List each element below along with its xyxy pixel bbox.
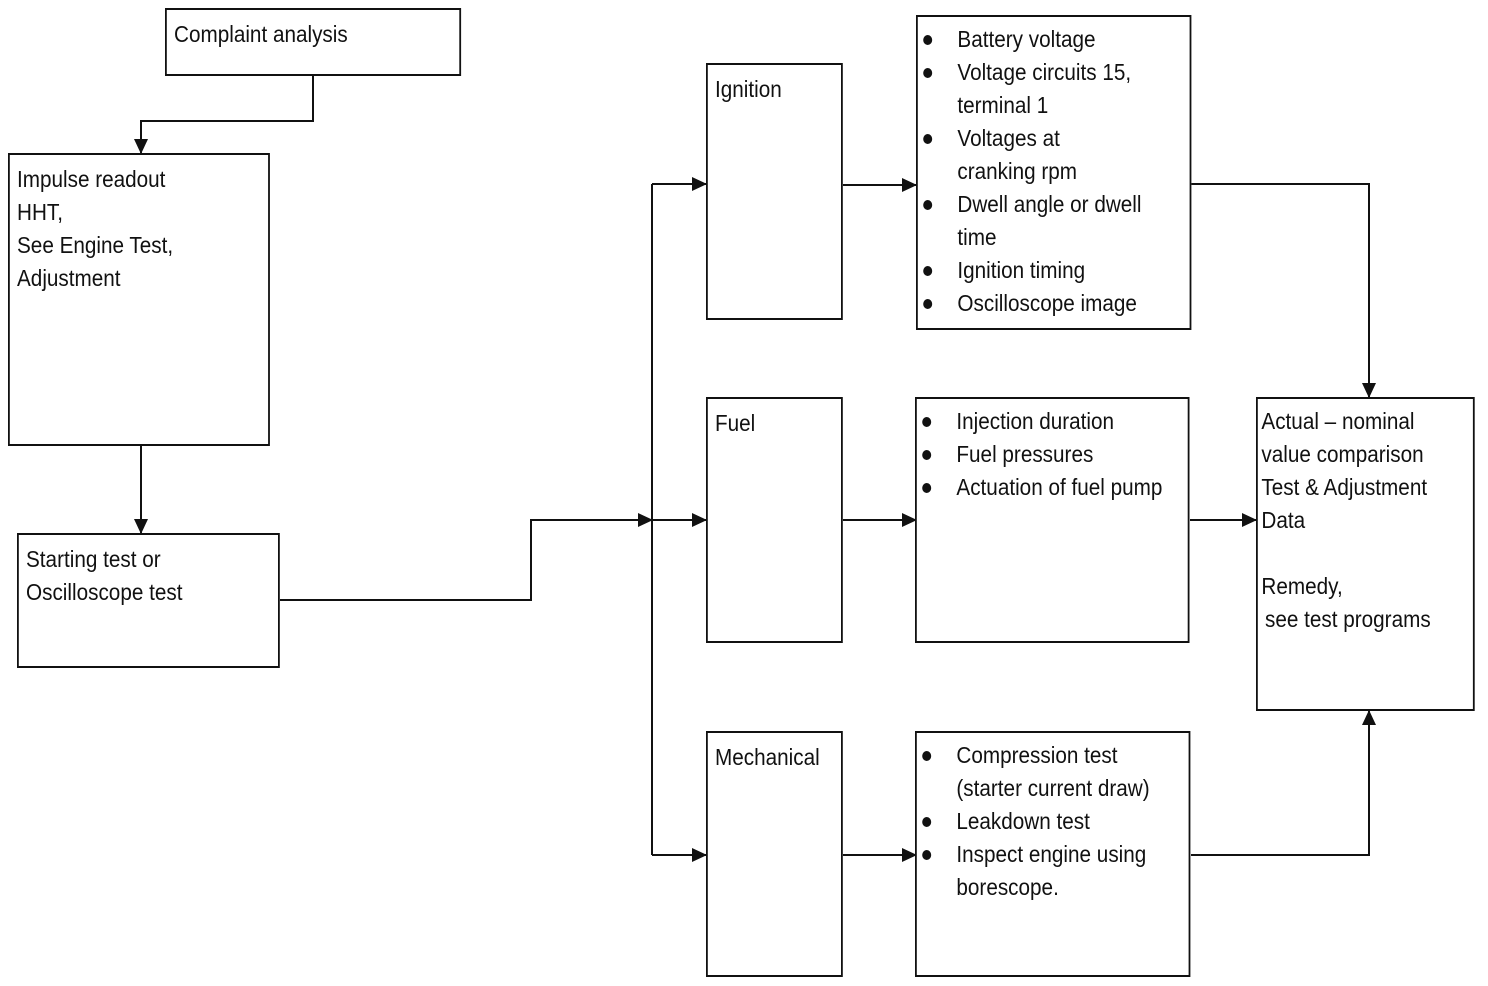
starting-test-box: Starting test or Oscilloscope test <box>17 533 280 668</box>
fuel-box: Fuel <box>706 397 843 643</box>
complaint-analysis-box: Complaint analysis <box>165 8 462 76</box>
impulse-line: Impulse readout <box>17 166 166 192</box>
starting-line: Oscilloscope test <box>26 579 183 605</box>
bullet-icon <box>922 417 932 427</box>
complaint-analysis-label: Complaint analysis <box>174 21 348 47</box>
comparison-remedy-box: Actual – nominal value comparison Test &… <box>1256 397 1475 711</box>
check-item: Leakdown test <box>922 805 1185 838</box>
bullet-icon <box>923 200 933 210</box>
fuel-checks-box: Injection duration Fuel pressures Actuat… <box>915 397 1190 643</box>
bullet-icon <box>923 134 933 144</box>
remedy-line: see test programs <box>1265 606 1431 632</box>
ignition-box: Ignition <box>706 63 843 320</box>
check-item: Inspect engine using borescope. <box>922 838 1185 904</box>
arrow-complaint-to-impulse <box>134 76 314 154</box>
result-line: Test & Adjustment <box>1261 474 1428 500</box>
check-item: Ignition timing <box>923 254 1186 287</box>
arrow-starting-to-branch <box>280 513 653 601</box>
arrow-mechanical-checks-to-result <box>1191 710 1376 856</box>
check-item: Fuel pressures <box>922 438 1184 471</box>
spacer <box>1261 537 1467 570</box>
bullet-icon <box>923 35 933 45</box>
bullet-icon <box>923 68 933 78</box>
result-line: Actual – nominal <box>1261 408 1415 434</box>
check-item: Compression test (starter current draw) <box>922 739 1185 805</box>
mechanical-box: Mechanical <box>706 731 843 977</box>
result-line: Data <box>1261 507 1306 533</box>
result-line: value comparison <box>1261 441 1424 467</box>
arrow-ignition-checks-to-result <box>1191 183 1376 398</box>
bullet-icon <box>922 850 932 860</box>
check-item: Actuation of fuel pump <box>922 471 1184 504</box>
impulse-line: See Engine Test, <box>17 232 174 258</box>
bullet-icon <box>922 450 932 460</box>
starting-line: Starting test or <box>26 546 161 572</box>
check-item: Dwell angle or dwell time <box>923 188 1186 254</box>
bullet-icon <box>923 299 933 309</box>
mechanical-label: Mechanical <box>715 744 820 770</box>
impulse-line: HHT, <box>17 199 64 225</box>
check-item: Voltage circuits 15, terminal 1 <box>923 56 1186 122</box>
check-item: Oscilloscope image <box>923 287 1186 320</box>
impulse-readout-box: Impulse readout HHT, See Engine Test, Ad… <box>8 153 270 446</box>
ignition-checks-box: Battery voltage Voltage circuits 15, ter… <box>916 15 1192 330</box>
impulse-line: Adjustment <box>17 265 121 291</box>
bullet-icon <box>922 483 932 493</box>
bullet-icon <box>923 266 933 276</box>
check-item: Battery voltage <box>923 23 1186 56</box>
remedy-line: Remedy, <box>1261 573 1343 599</box>
bullet-icon <box>922 751 932 761</box>
bullet-icon <box>922 817 932 827</box>
check-item: Injection duration <box>922 405 1184 438</box>
ignition-label: Ignition <box>715 76 782 102</box>
fuel-label: Fuel <box>715 410 756 436</box>
check-item: Voltages at cranking rpm <box>923 122 1186 188</box>
mechanical-checks-box: Compression test (starter current draw) … <box>915 731 1191 977</box>
